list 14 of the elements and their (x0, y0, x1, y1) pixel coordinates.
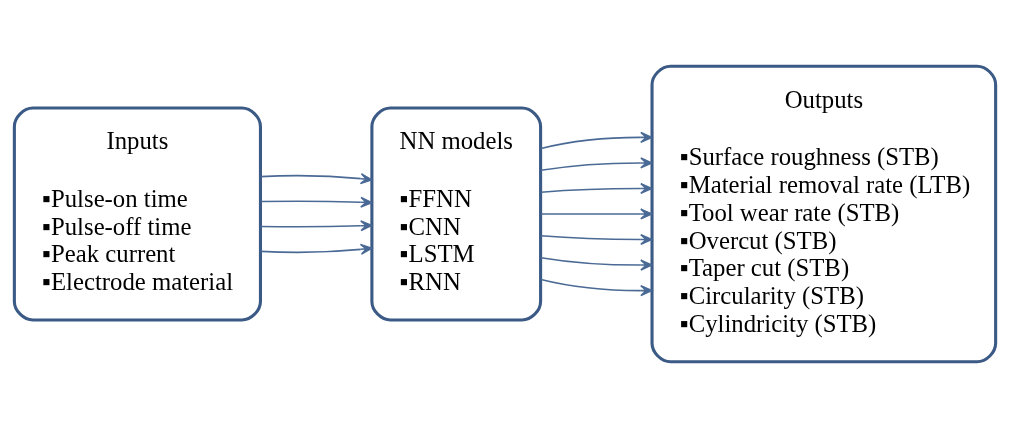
arrow (259, 243, 373, 255)
node-box: Outputs ▪Surface roughness (STB) ▪Material removal rate (LTB) ▪Tool wear rate (STB) ▪Overcut (STB) ▪Taper cut (STB) ▪Circularity (STB) ▪Cylindricity (STB) (650, 64, 998, 364)
arrow (540, 157, 653, 172)
arrow (540, 233, 653, 246)
arrow (259, 220, 373, 232)
arrow (259, 196, 373, 208)
arrow (540, 208, 653, 220)
arrow (259, 173, 373, 185)
arrow (540, 256, 653, 271)
arrow (540, 182, 653, 195)
arrow (540, 278, 653, 297)
node-box: NN models ▪FFNN ▪CNN ▪LSTM ▪RNN (370, 106, 543, 322)
node-box: Inputs ▪Pulse-on time ▪Pulse-off time ▪Peak current ▪Electrode material (12, 106, 262, 322)
arrow (540, 131, 653, 150)
